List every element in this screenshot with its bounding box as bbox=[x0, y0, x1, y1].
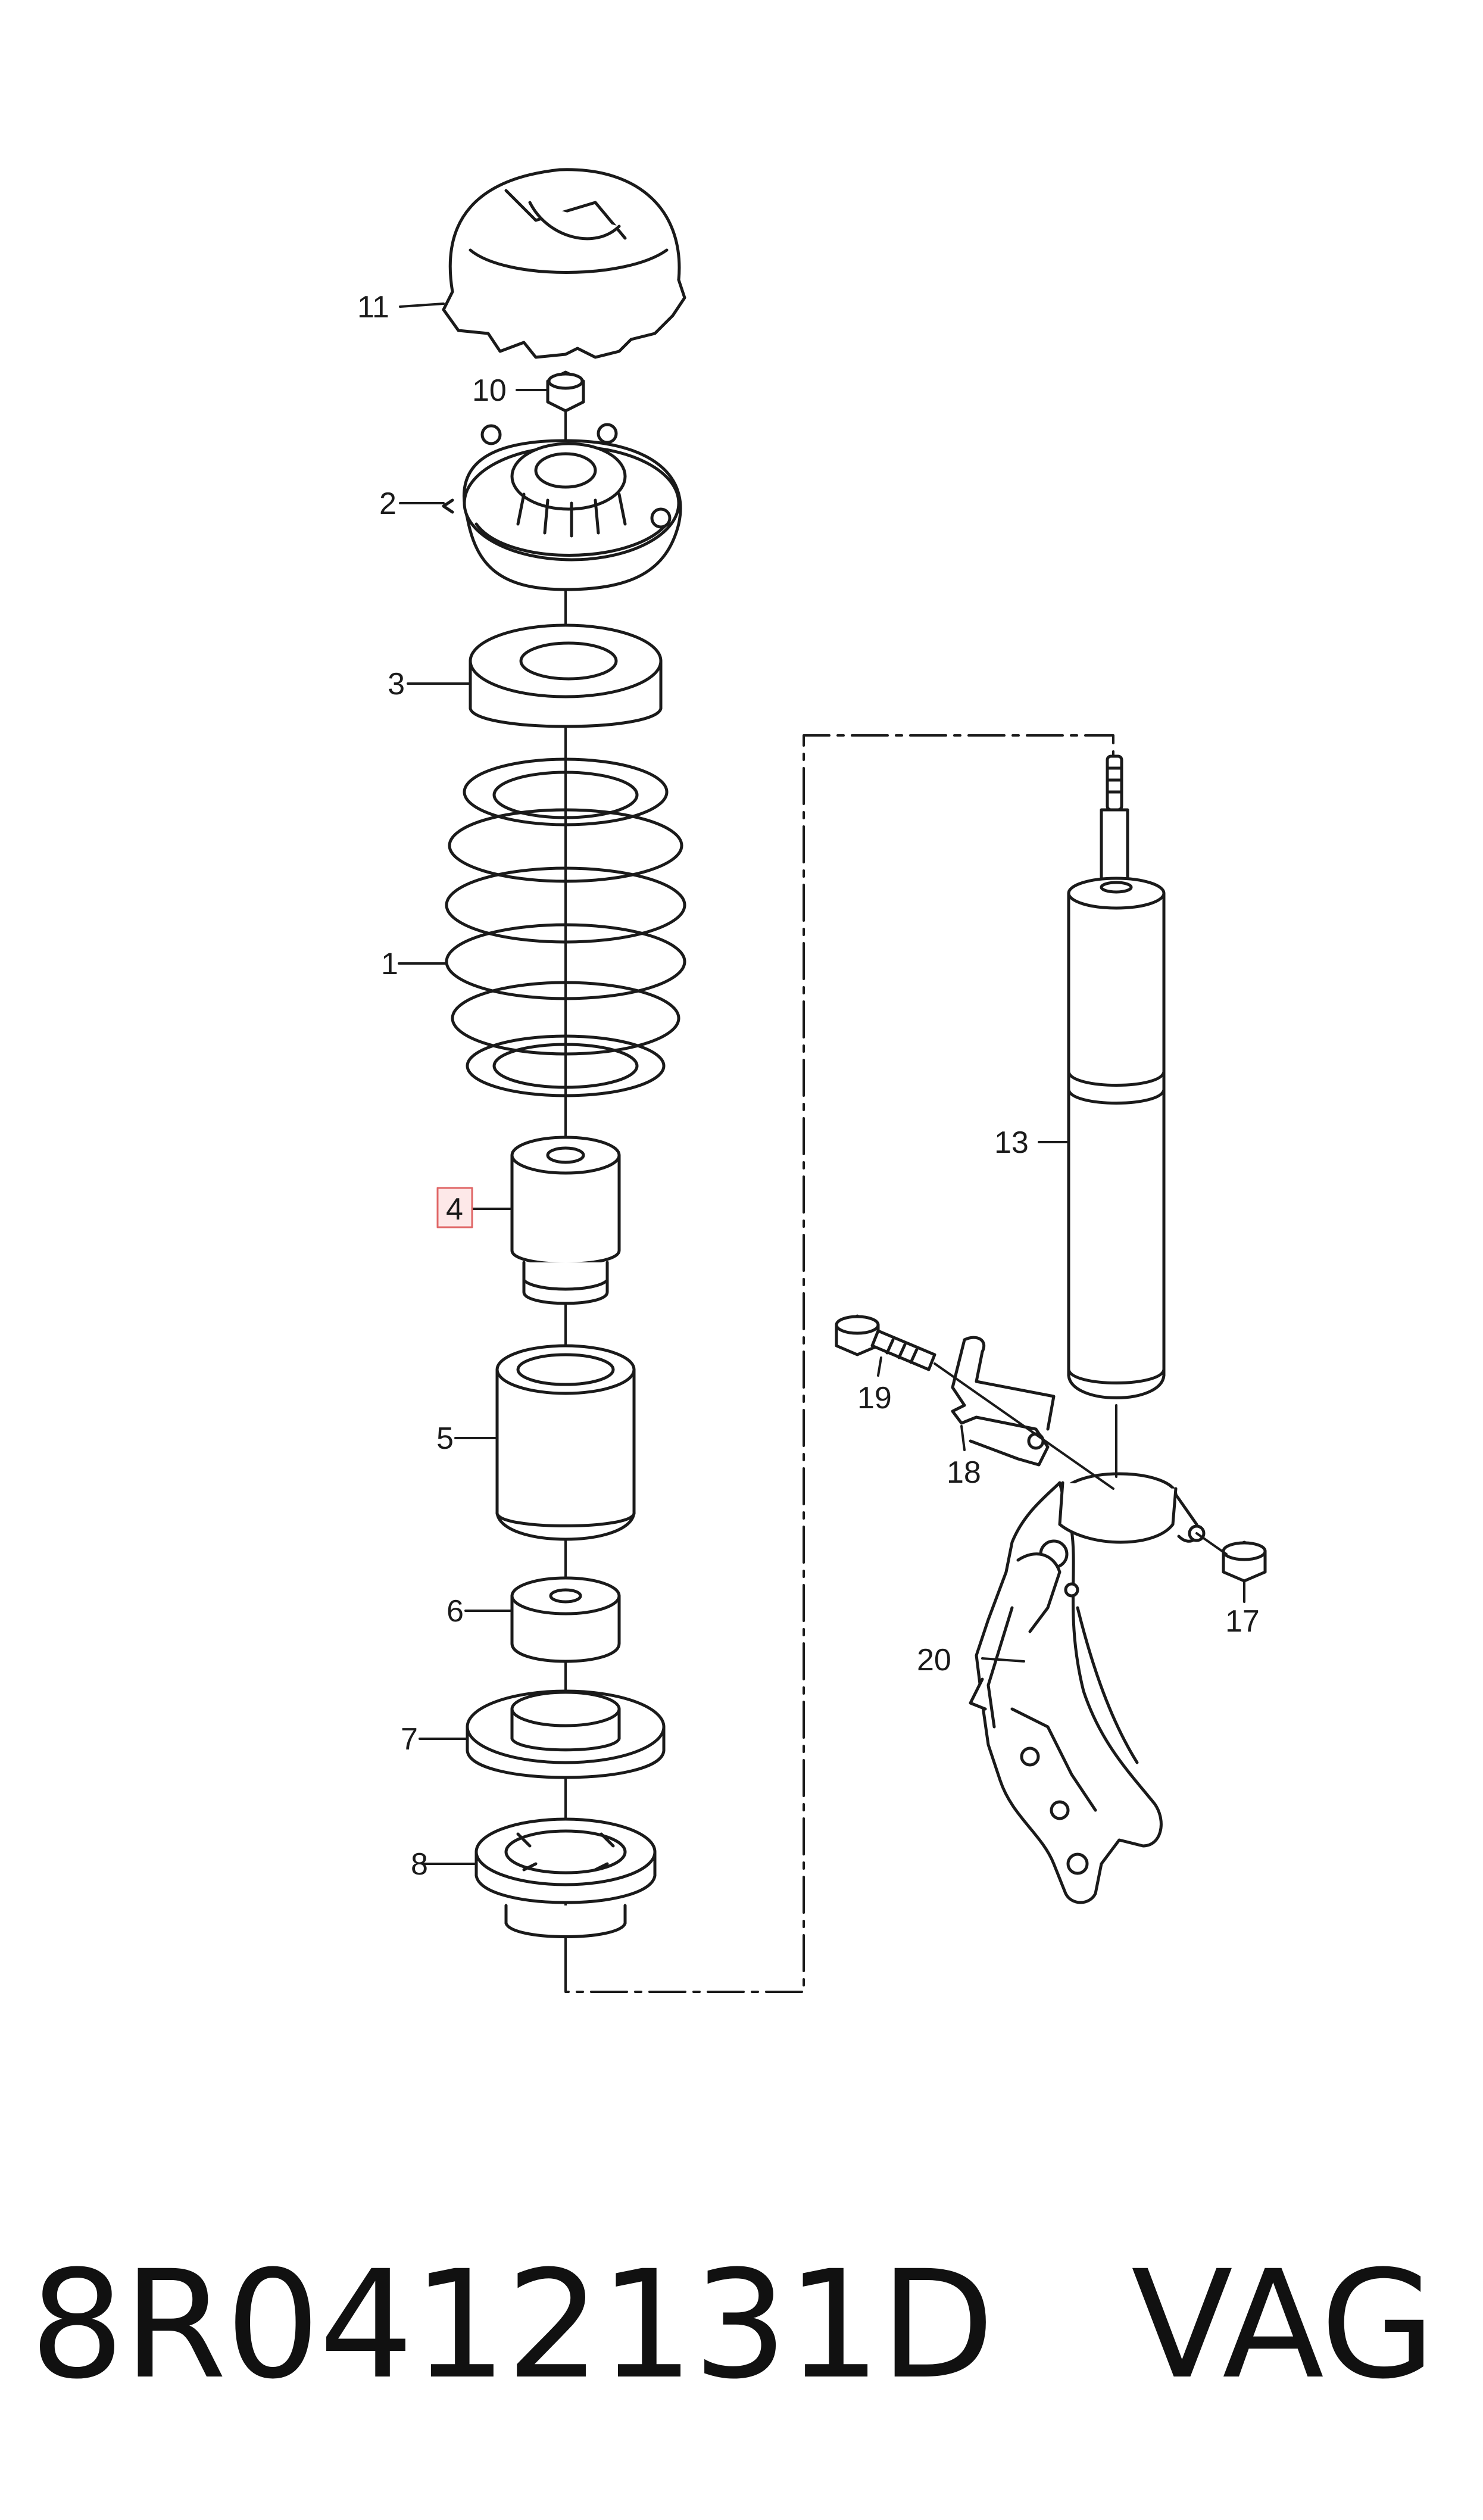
axis-bolt-knuckle bbox=[933, 1362, 1114, 1490]
part-13-shock-absorber bbox=[1067, 754, 1166, 1399]
part-7-lower-spring-seat bbox=[466, 1689, 666, 1779]
part-20-wheel-bearing-housing bbox=[969, 1472, 1206, 1904]
axis-nut-knuckle bbox=[1195, 1532, 1228, 1555]
callout-18: 18 bbox=[947, 1455, 981, 1490]
part-19-bolt bbox=[835, 1314, 936, 1371]
callout-4: 4 bbox=[446, 1192, 463, 1227]
part-4-bump-stop bbox=[510, 1136, 621, 1305]
part-number-caption: 8R0412131D bbox=[30, 2238, 995, 2412]
callout-4-highlight bbox=[436, 1187, 473, 1228]
part-3-spring-seat bbox=[469, 623, 663, 728]
part-18-bracket bbox=[951, 1336, 1056, 1467]
callout-3: 3 bbox=[388, 667, 405, 701]
part-6-rubber-buffer bbox=[510, 1576, 621, 1663]
part-11-dust-cap bbox=[442, 168, 686, 359]
callout-labels: 11 10 2 3 1 4 5 6 7 8 13 17 18 19 20 bbox=[357, 290, 1260, 1882]
assembly-bracket bbox=[564, 734, 1114, 1993]
callout-19: 19 bbox=[857, 1381, 892, 1415]
callout-17: 17 bbox=[1225, 1604, 1260, 1639]
brand-caption: VAG bbox=[1131, 2238, 1435, 2412]
callout-1: 1 bbox=[381, 947, 398, 981]
callout-20: 20 bbox=[917, 1643, 951, 1677]
callout-2: 2 bbox=[379, 486, 396, 521]
callout-7: 7 bbox=[401, 1722, 418, 1757]
callout-10: 10 bbox=[472, 373, 507, 408]
part-10-nut bbox=[546, 370, 585, 413]
callout-8: 8 bbox=[411, 1847, 428, 1882]
part-5-protective-sleeve bbox=[495, 1344, 636, 1541]
part-2-strut-mount bbox=[442, 423, 682, 591]
part-1-coil-spring bbox=[445, 757, 686, 1097]
callout-11: 11 bbox=[357, 290, 389, 325]
callout-13: 13 bbox=[994, 1125, 1029, 1160]
part-17-nut bbox=[1222, 1540, 1267, 1583]
callout-6: 6 bbox=[447, 1594, 464, 1629]
part-8-retainer bbox=[474, 1817, 657, 1938]
leader-lines bbox=[398, 302, 1245, 1865]
callout-5: 5 bbox=[436, 1421, 454, 1456]
